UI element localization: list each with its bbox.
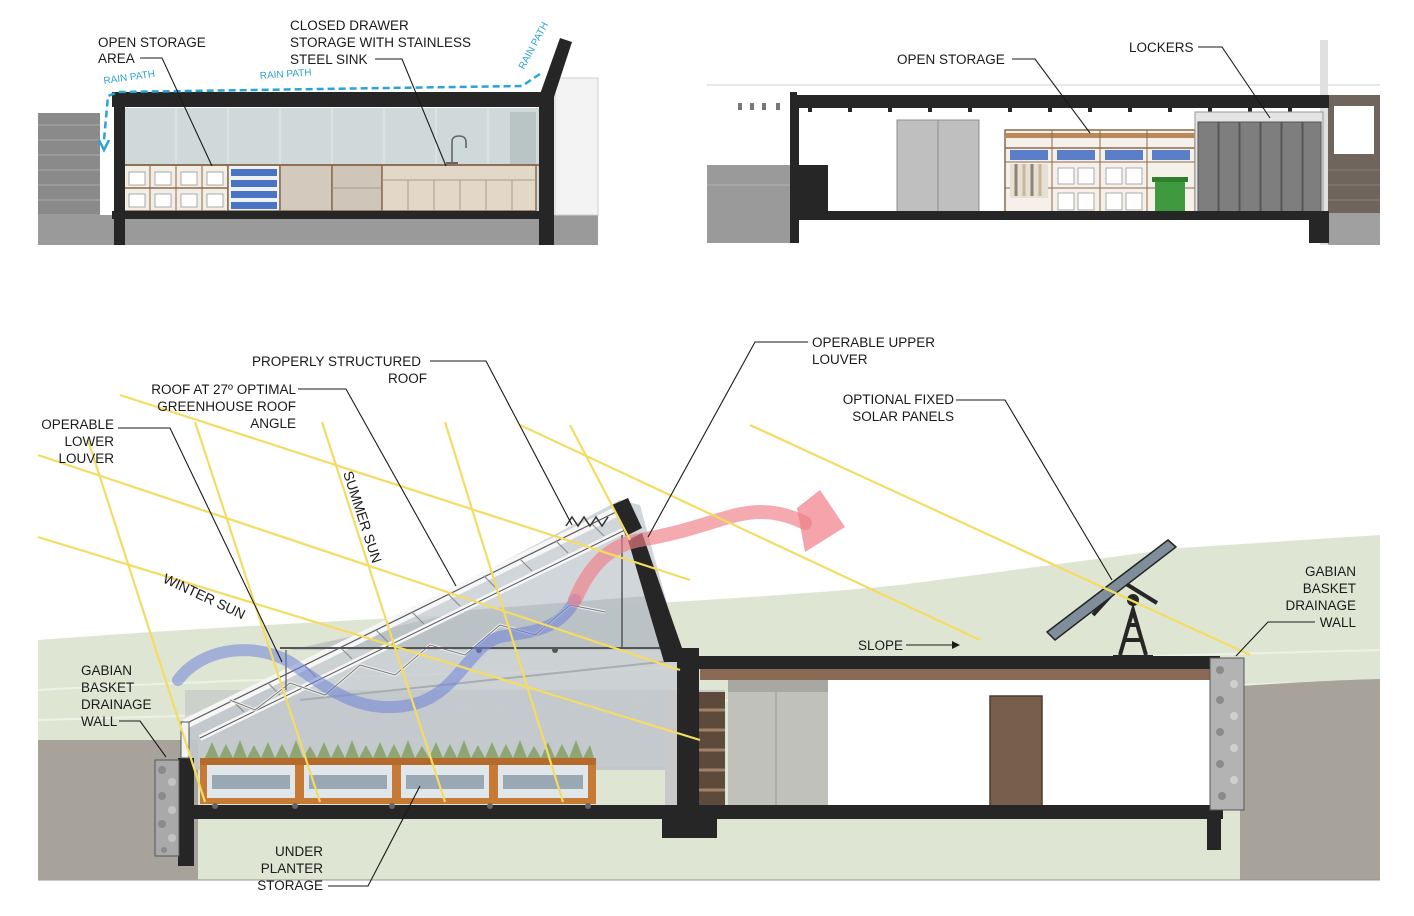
- gabian-wall-left-label: DRAINAGE: [81, 697, 152, 712]
- summer-sun-ray: [320, 421, 447, 803]
- operable-upper-louver-label: OPERABLE UPPER: [812, 335, 935, 350]
- parapet: [539, 38, 572, 97]
- roof-slab: [112, 92, 544, 107]
- gabian-wall-right-label: DRAINAGE: [1285, 598, 1356, 613]
- summer-sun-ray: [86, 439, 207, 803]
- closed-drawer-label: STORAGE WITH STAINLESS: [290, 35, 471, 50]
- winter-sun-ray: [119, 393, 691, 582]
- open-storage-area-label: AREA: [98, 51, 135, 66]
- rain-path-line: [102, 72, 541, 141]
- locker: [1239, 121, 1261, 213]
- winter-sun-ray: [37, 453, 681, 672]
- slope-arrow-icon: [952, 641, 960, 649]
- open-storage-area-label: OPEN STORAGE: [98, 35, 206, 50]
- rain-arrow-icon: [97, 139, 111, 153]
- gabian-wall-left-label: BASKET: [81, 680, 134, 695]
- slope-label: SLOPE: [858, 638, 903, 653]
- properly-structured-roof-label: PROPERLY STRUCTURED: [252, 354, 421, 369]
- under-planter-storage-label: UNDER: [275, 844, 323, 859]
- warm-air-arrow-icon: [797, 490, 845, 552]
- roof-angle-label: GREENHOUSE ROOF: [157, 399, 296, 414]
- locker: [1302, 121, 1322, 213]
- solar-panel-stand: [1118, 602, 1148, 656]
- ground-left: [707, 165, 799, 243]
- ground-strip: [38, 215, 598, 245]
- solar-panel: [1045, 539, 1178, 641]
- gabian-wall-right-label: BASKET: [1303, 581, 1356, 596]
- plants: [205, 740, 594, 758]
- north-wall-lower: [677, 648, 699, 810]
- roof-slab: [791, 95, 1329, 108]
- leader-line: [328, 785, 421, 887]
- rain-path-label: RAIN PATH: [259, 67, 312, 82]
- leader-line: [1235, 621, 1315, 657]
- floor-slab: [112, 211, 554, 219]
- footing: [662, 812, 717, 838]
- open-storage-label: OPEN STORAGE: [897, 52, 1005, 67]
- leader-line: [140, 57, 213, 167]
- rain-path-label: RAIN PATH: [517, 20, 551, 71]
- closed-drawer-label: CLOSED DRAWER: [290, 18, 409, 33]
- right-wall: [539, 95, 554, 245]
- green-bin: [1155, 180, 1185, 214]
- gabian-wall-right-label: WALL: [1320, 615, 1357, 630]
- gabian-wall-left-label: WALL: [81, 714, 118, 729]
- under-planter-storage-label: PLANTER: [261, 861, 324, 876]
- locker: [1260, 121, 1282, 213]
- leader-line: [298, 388, 457, 587]
- sink-faucet-icon: [451, 135, 467, 163]
- leader-line: [430, 360, 573, 526]
- top-left-section: RAIN PATH RAIN PATH RAIN PATH OPEN STORA…: [38, 18, 599, 245]
- cool-air-flow: [172, 594, 581, 714]
- upper-louver: [612, 498, 642, 536]
- under-planter-storage-label: STORAGE: [257, 878, 323, 893]
- roof-angle-label: ROOF AT 27º OPTIMAL: [151, 382, 296, 397]
- left-wall: [114, 95, 125, 245]
- floor-slab: [791, 211, 1329, 220]
- warm-air-flow: [568, 504, 812, 607]
- roof-angle-label: ANGLE: [250, 416, 296, 431]
- leader-line: [1198, 46, 1271, 119]
- properly-structured-roof-label: ROOF: [388, 371, 427, 386]
- operable-lower-louver-label: LOUVER: [58, 451, 114, 466]
- operable-upper-louver-label: LOUVER: [812, 352, 868, 367]
- winter-sun-ray: [519, 424, 981, 641]
- rain-path-label: RAIN PATH: [103, 69, 156, 87]
- leader-line: [375, 58, 447, 167]
- closed-drawer-cabinets: [381, 164, 537, 212]
- lockers-label: LOCKERS: [1129, 40, 1194, 55]
- upper-louver-hinge: [565, 515, 609, 528]
- locker: [1218, 121, 1240, 213]
- solar-panels-label: SOLAR PANELS: [852, 409, 954, 424]
- leader-line: [647, 341, 808, 538]
- door: [989, 695, 1043, 809]
- gabian-wall-right-label: GABIAN: [1305, 564, 1356, 579]
- gabian-wall-left-label: GABIAN: [81, 663, 132, 678]
- operable-lower-louver-label: LOWER: [64, 434, 114, 449]
- gabian-basket-right: [1209, 657, 1245, 811]
- locker: [1197, 121, 1219, 213]
- winter-sun-ray: [749, 424, 1251, 656]
- left-foundation-wall: [178, 758, 194, 866]
- roof-slab: [680, 656, 1220, 669]
- leader-line: [118, 427, 283, 663]
- locker: [1281, 121, 1303, 213]
- solar-panels-label: OPTIONAL FIXED: [843, 392, 955, 407]
- top-right-section: OPEN STORAGE LOCKERS: [707, 40, 1380, 245]
- leader-line: [956, 399, 1113, 581]
- winter-sun-ray: [37, 535, 701, 742]
- closed-drawer-label: STEEL SINK: [290, 52, 368, 67]
- operable-lower-louver-label: OPERABLE: [41, 417, 114, 432]
- main-greenhouse-section: PROPERLY STRUCTURED ROOF ROOF AT 27º OPT…: [37, 335, 1381, 893]
- leader-line: [119, 720, 167, 758]
- leader-line: [1012, 58, 1091, 134]
- summer-sun-ray: [569, 424, 631, 541]
